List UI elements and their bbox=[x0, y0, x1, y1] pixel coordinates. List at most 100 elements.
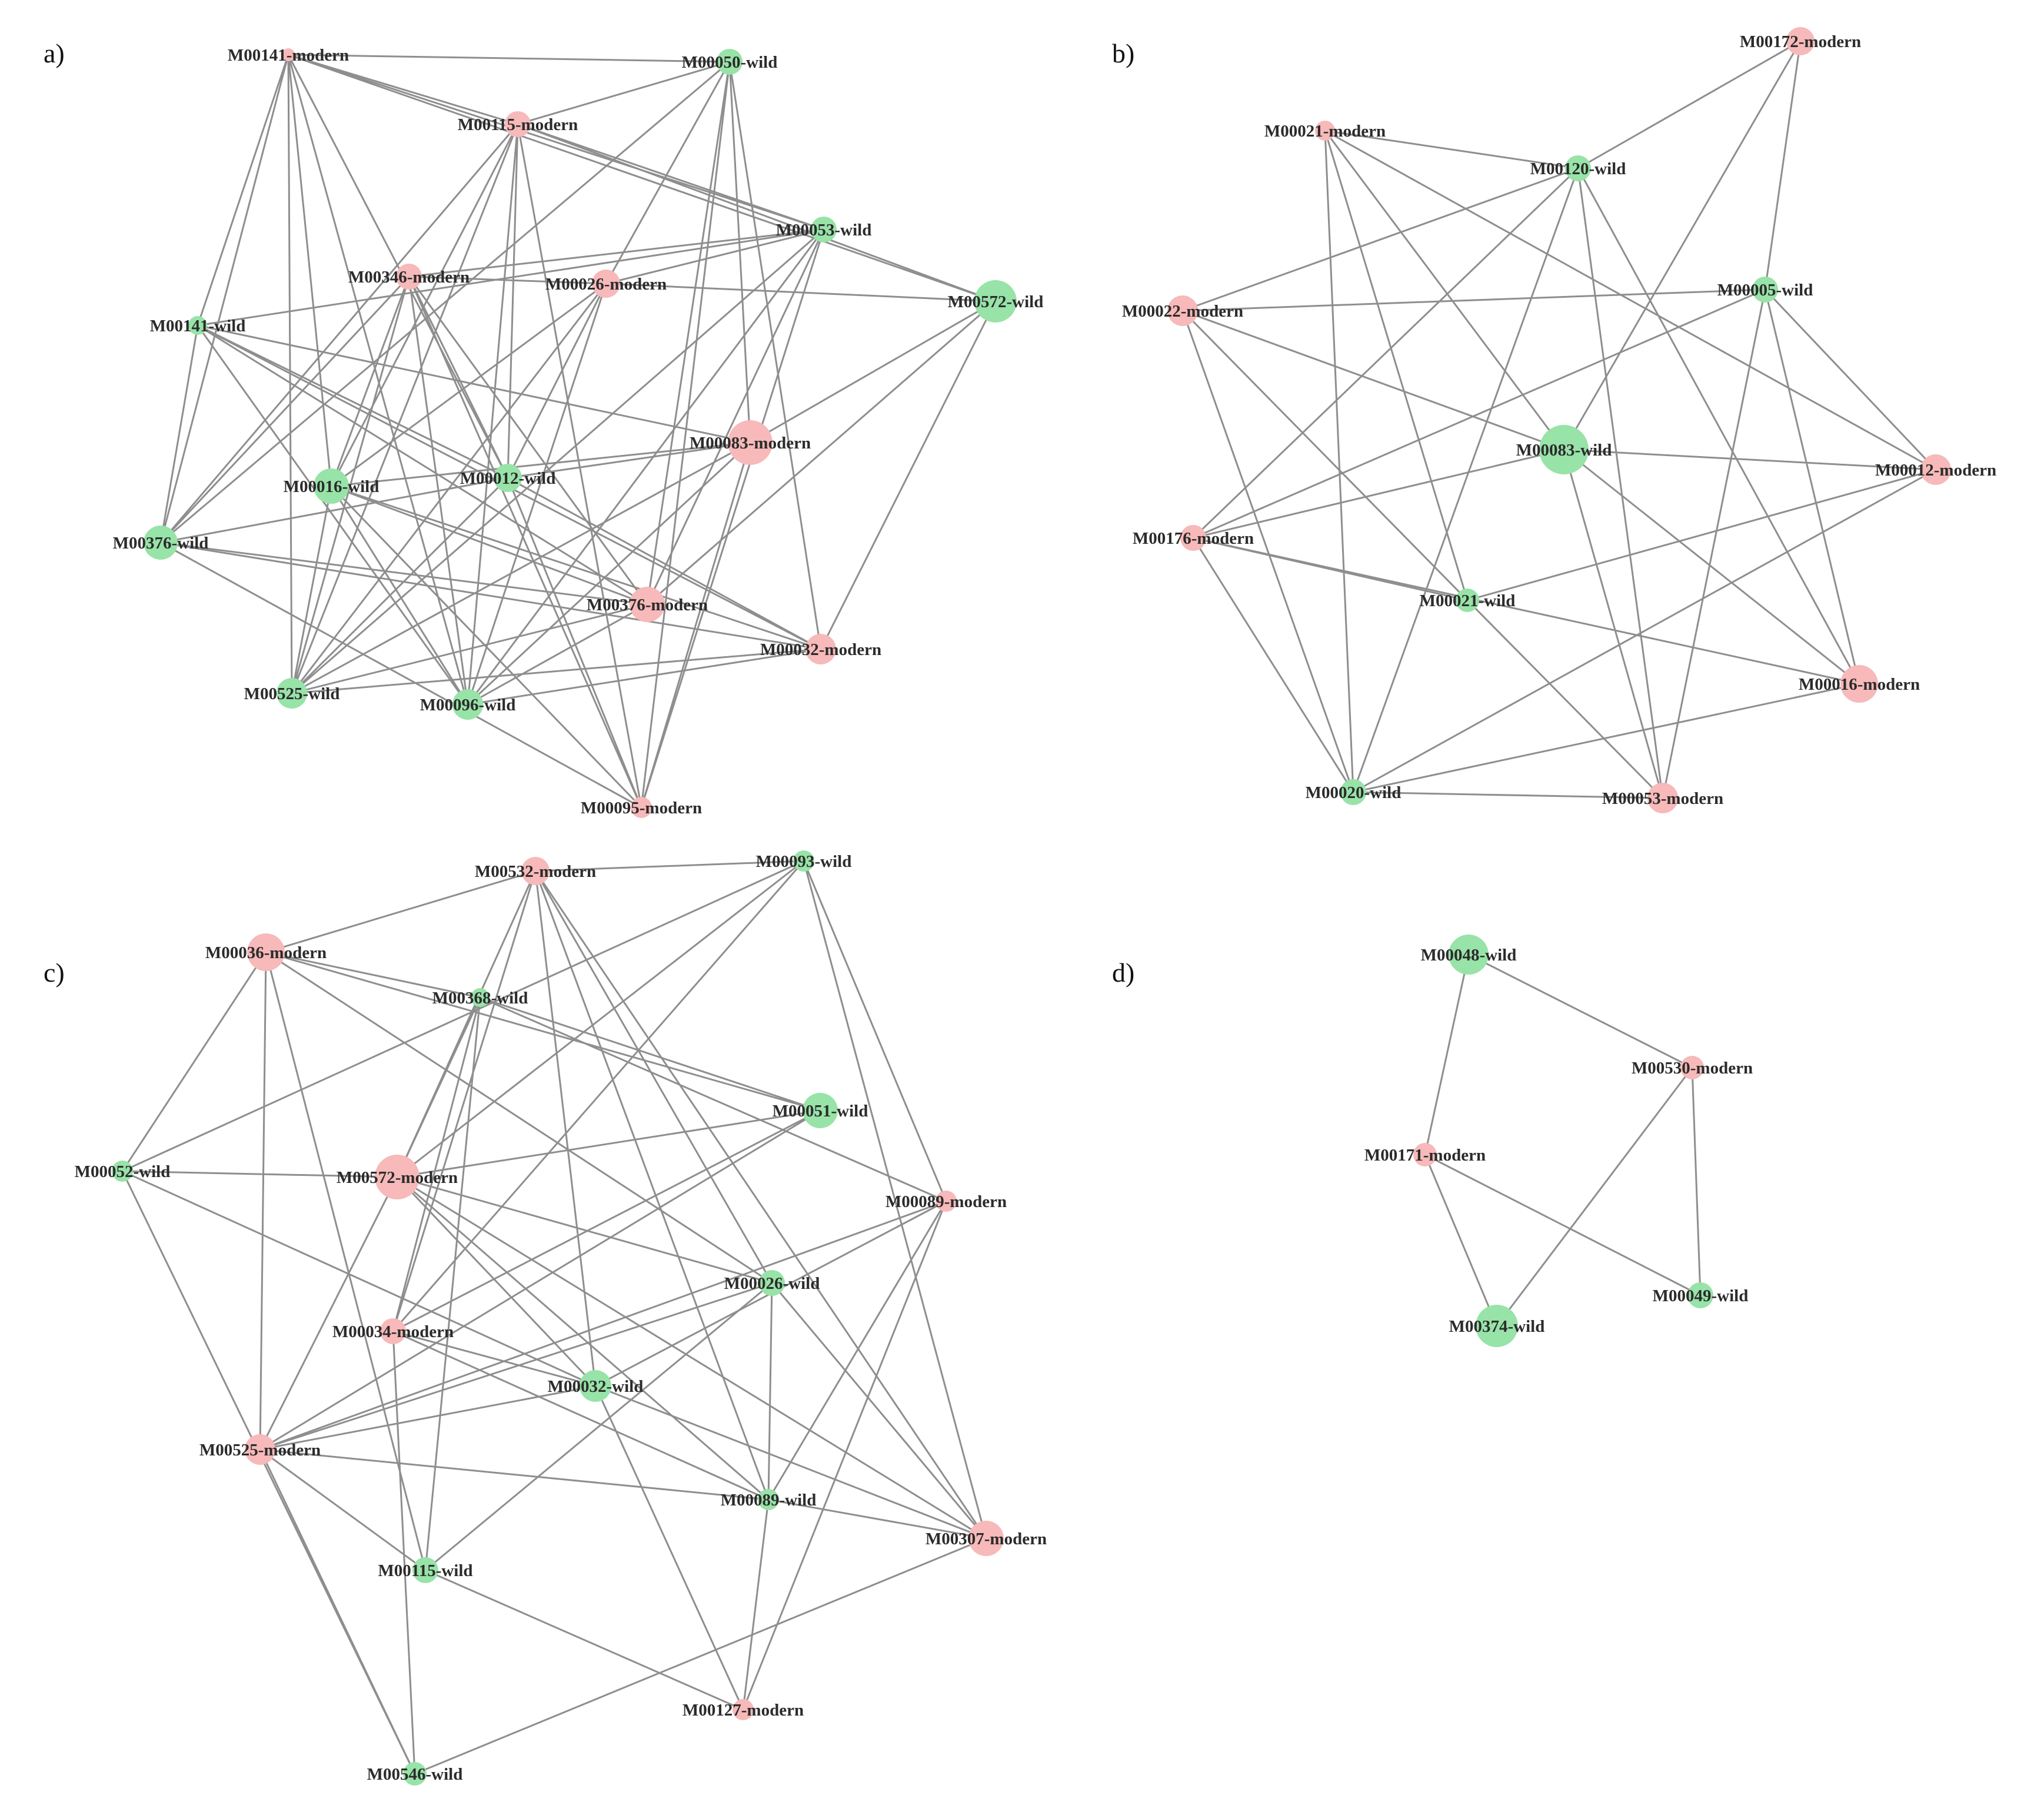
edge-c13-c14 bbox=[768, 1498, 987, 1540]
node-modern bbox=[1167, 295, 1198, 326]
node-label: M00115-wild bbox=[378, 1561, 472, 1580]
edge-b4-b8 bbox=[1193, 288, 1766, 539]
edge-c5-c12 bbox=[259, 1109, 821, 1451]
edge-c8-c13 bbox=[767, 1201, 947, 1500]
node-label: M00141-wild bbox=[150, 317, 246, 335]
node-modern bbox=[805, 634, 836, 664]
edge-a14-a16 bbox=[467, 648, 821, 706]
edge-c4-c15 bbox=[424, 997, 481, 1571]
edge-b2-b7 bbox=[1324, 129, 1936, 471]
node-label: M00176-modern bbox=[1133, 529, 1254, 548]
edge-c3-c5 bbox=[265, 951, 821, 1112]
edge-c3-c12 bbox=[259, 952, 267, 1450]
edge-a11-a14 bbox=[507, 477, 821, 650]
edge-c4-c8 bbox=[480, 996, 947, 1202]
edge-a7-a13 bbox=[647, 300, 996, 606]
edge-b1-b6 bbox=[1563, 41, 1802, 450]
edge-a2-a6 bbox=[605, 61, 731, 284]
edge-a3-a4 bbox=[517, 123, 824, 231]
node-label: M00032-modern bbox=[760, 640, 881, 659]
edge-a7-a14 bbox=[820, 301, 997, 650]
panel-d-letter: d) bbox=[1112, 958, 1134, 988]
panel-b-nodes: M00172-modernM00021-modernM00120-wildM00… bbox=[1122, 27, 1996, 813]
edge-b11-b12 bbox=[1353, 791, 1663, 799]
node-wild bbox=[494, 464, 522, 492]
edge-c7-c12 bbox=[259, 1176, 398, 1450]
node-label: M00095-modern bbox=[581, 799, 702, 817]
edge-a10-a17 bbox=[330, 485, 643, 809]
edge-a8-a13 bbox=[197, 324, 648, 606]
edge-b8-b11 bbox=[1192, 537, 1354, 793]
edge-a2-a14 bbox=[728, 61, 822, 650]
edge-c3-c15 bbox=[265, 952, 427, 1571]
edge-b4-b12 bbox=[1662, 289, 1766, 799]
node-modern bbox=[1315, 121, 1335, 141]
node-wild bbox=[717, 49, 743, 75]
node-label: M00532-modern bbox=[475, 862, 596, 881]
edge-d1-d2 bbox=[1468, 953, 1693, 1069]
edge-a11-a15 bbox=[291, 477, 509, 694]
edge-a5-a10 bbox=[330, 276, 410, 487]
edge-a3-a15 bbox=[291, 124, 519, 694]
node-modern bbox=[396, 264, 422, 290]
edge-c10-c17 bbox=[392, 1331, 416, 1774]
node-label: M00525-wild bbox=[244, 684, 340, 703]
edge-b7-b11 bbox=[1353, 468, 1936, 793]
node-wild bbox=[403, 1762, 427, 1786]
node-label: M00016-wild bbox=[284, 477, 379, 496]
node-modern bbox=[282, 48, 295, 61]
edge-a10-a16 bbox=[330, 486, 469, 705]
panel-d-edges bbox=[1424, 953, 1702, 1327]
edge-a12-a13 bbox=[160, 541, 648, 606]
node-modern bbox=[631, 797, 652, 818]
edge-a9-a17 bbox=[640, 442, 751, 808]
edge-b3-b12 bbox=[1577, 168, 1664, 799]
edge-c2-c6 bbox=[122, 860, 804, 1172]
node-modern bbox=[521, 857, 550, 885]
edge-b4-b10 bbox=[1764, 289, 1860, 684]
edge-c11-c16 bbox=[594, 1385, 744, 1710]
node-modern bbox=[375, 1155, 420, 1199]
edge-d2-d4 bbox=[1691, 1067, 1702, 1296]
node-wild bbox=[803, 1093, 838, 1128]
edge-a13-a15 bbox=[291, 603, 648, 694]
edge-a4-a13 bbox=[646, 229, 825, 605]
edge-b5-b6 bbox=[1182, 310, 1564, 451]
node-wild bbox=[1476, 1305, 1518, 1347]
node-label: M00096-wild bbox=[420, 696, 516, 714]
edge-c7-c13 bbox=[397, 1176, 769, 1501]
edge-a6-a10 bbox=[331, 282, 607, 487]
edge-c7-c9 bbox=[397, 1176, 773, 1284]
edge-a6-a11 bbox=[507, 283, 607, 478]
node-label: M00376-modern bbox=[587, 596, 708, 614]
edge-a11-a17 bbox=[507, 477, 643, 808]
edge-c6-c11 bbox=[122, 1170, 596, 1387]
edge-a1-a8 bbox=[197, 54, 289, 326]
panel-c-nodes: M00532-modernM00093-wildM00036-modernM00… bbox=[75, 850, 1047, 1786]
node-wild bbox=[112, 1161, 133, 1182]
node-wild bbox=[974, 280, 1017, 323]
node-label: M00050-wild bbox=[682, 53, 778, 72]
edge-c1-c14 bbox=[534, 870, 987, 1539]
node-wild bbox=[811, 217, 837, 242]
edge-c1-c3 bbox=[265, 870, 536, 953]
edge-c3-c6 bbox=[121, 952, 267, 1172]
edge-c3-c4 bbox=[265, 951, 481, 999]
node-modern bbox=[1680, 1056, 1704, 1079]
edge-b5-b9 bbox=[1181, 310, 1469, 601]
edge-a6-a7 bbox=[605, 282, 996, 302]
node-label: M00048-wild bbox=[1421, 946, 1517, 965]
node-wild bbox=[1456, 589, 1479, 612]
node-wild bbox=[1449, 935, 1489, 975]
node-label: M00026-modern bbox=[545, 275, 667, 294]
node-label: M00089-wild bbox=[721, 1491, 817, 1510]
edge-a8-a16 bbox=[197, 325, 469, 705]
edge-c5-c10 bbox=[392, 1109, 821, 1332]
node-label: M00172-modern bbox=[1740, 32, 1861, 51]
node-label: M00368-wild bbox=[432, 989, 528, 1008]
edge-c5-c7 bbox=[397, 1109, 821, 1178]
node-label: M00374-wild bbox=[1449, 1317, 1545, 1336]
node-wild bbox=[452, 689, 483, 720]
